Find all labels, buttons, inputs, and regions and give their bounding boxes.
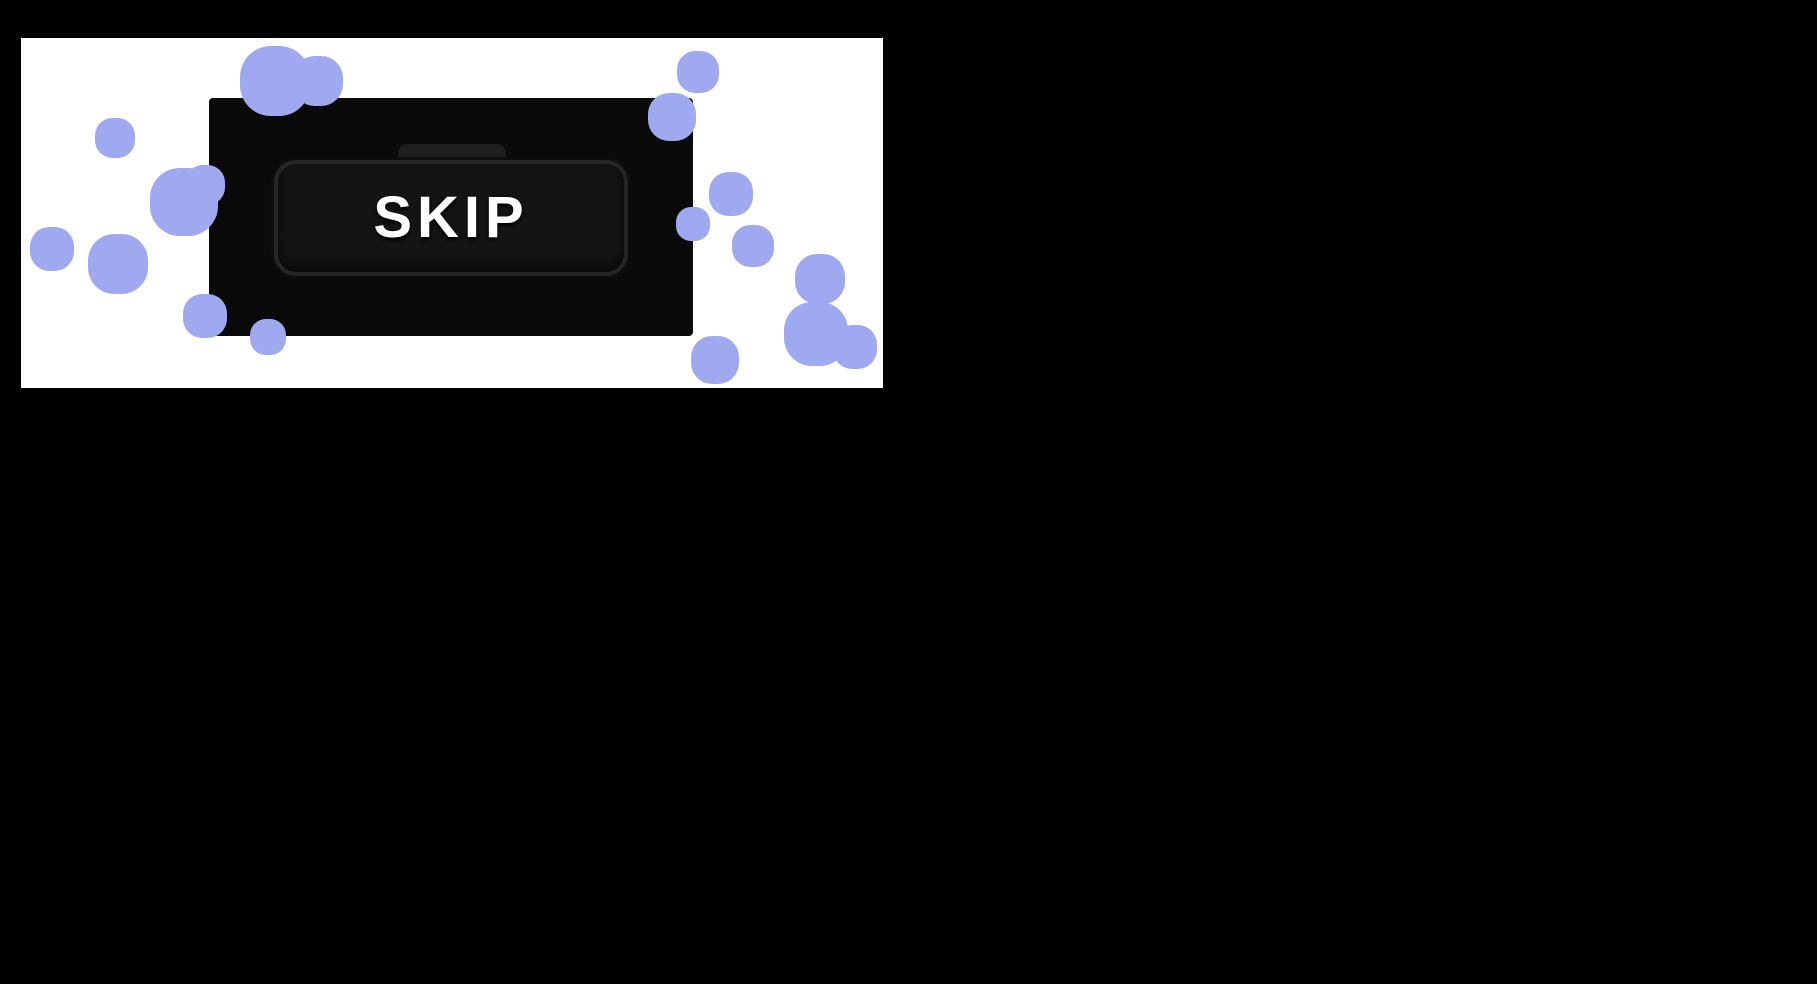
paint-blob [95,118,135,158]
paint-blob [88,234,148,294]
paint-blob [709,172,753,216]
skip-button-label: SKIP [373,185,529,250]
paint-blob [677,51,719,93]
game-viewport: SKIP [21,38,883,388]
paint-blob [150,168,218,236]
paint-blob [732,225,774,267]
skip-button[interactable]: SKIP [274,160,628,276]
paint-blob [30,227,74,271]
paint-blob [833,325,877,369]
paint-blob [691,336,739,384]
paint-blob [784,302,848,366]
paint-blob [795,254,845,304]
